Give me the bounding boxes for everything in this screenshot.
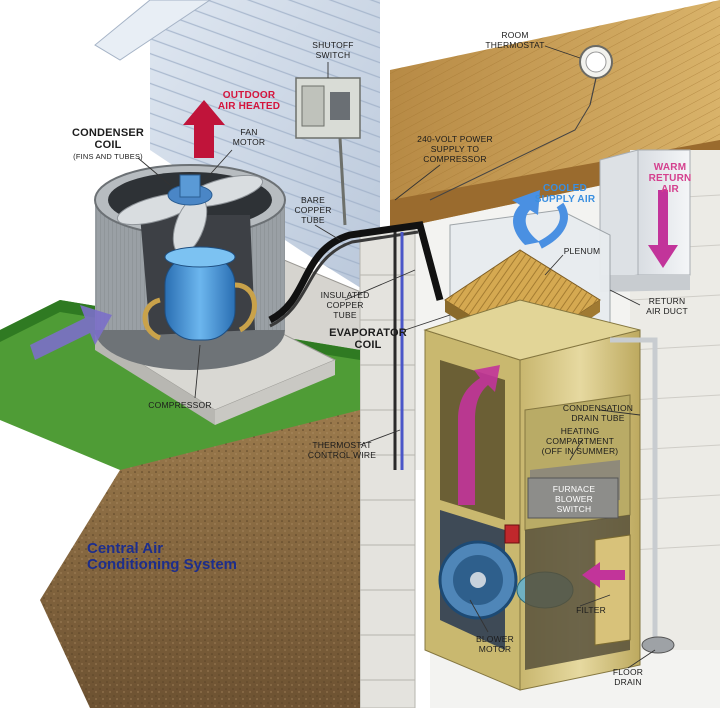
refrigerant-lines (268, 221, 444, 324)
label-filter: FILTER (576, 605, 606, 615)
outdoor-air-arrow (183, 100, 225, 158)
label-condenser-coil-sub: (FINS AND TUBES) (73, 152, 143, 161)
intake-air-arrow (30, 305, 112, 360)
label-room-thermostat: ROOM THERMOSTAT (485, 30, 545, 50)
label-thermostat-control-wire: THERMOSTAT CONTROL WIRE (307, 440, 377, 460)
label-plenum: PLENUM (563, 246, 601, 256)
label-heating-compartment: HEATING COMPARTMENT (OFF IN SUMMER) (541, 426, 619, 456)
label-furnace-blower-switch: FURNACE BLOWER SWITCH (552, 484, 596, 514)
label-power-supply: 240-VOLT POWER SUPPLY TO COMPRESSOR (417, 134, 493, 164)
floor-drain (641, 636, 675, 654)
return-air-arrow (648, 190, 678, 268)
label-condenser-coil: CONDENSER COIL (71, 127, 145, 151)
filter-airflow-arrow (582, 562, 625, 588)
diagram-title-line2: Conditioning System (87, 556, 237, 573)
label-floor-drain: FLOOR DRAIN (612, 667, 644, 687)
label-condensation-drain-tube: CONDENSATION DRAIN TUBE (562, 403, 634, 423)
house-eave (94, 0, 211, 61)
compressor (164, 254, 236, 341)
filter (594, 534, 631, 646)
label-fan-motor: FAN MOTOR (232, 127, 266, 147)
label-compressor: COMPRESSOR (148, 400, 212, 410)
label-shutoff-switch: SHUTOFF SWITCH (312, 40, 354, 60)
label-blower-motor: BLOWER MOTOR (475, 634, 515, 654)
label-bare-copper-tube: BARE COPPER TUBE (294, 195, 332, 225)
label-cooled-supply-air: COOLED SUPPLY AIR (534, 183, 596, 205)
cooled-air-arrow (512, 190, 540, 245)
soil (40, 410, 360, 708)
label-warm-return-air: WARM RETURN AIR (648, 162, 692, 195)
label-return-air-duct: RETURN AIR DUCT (646, 296, 688, 316)
label-outdoor-air-heated: OUTDOOR AIR HEATED (217, 90, 281, 112)
label-insulated-copper-tube: INSULATED COPPER TUBE (320, 290, 370, 320)
furnace-blower-switch-box (527, 477, 619, 519)
furnace-airflow-arrow (458, 365, 500, 505)
condensation-drain-tube (610, 337, 658, 640)
label-evaporator-coil: EVAPORATOR COIL (329, 327, 407, 351)
block-column (359, 229, 416, 708)
diagram-title-line1: Central Air (87, 540, 164, 557)
